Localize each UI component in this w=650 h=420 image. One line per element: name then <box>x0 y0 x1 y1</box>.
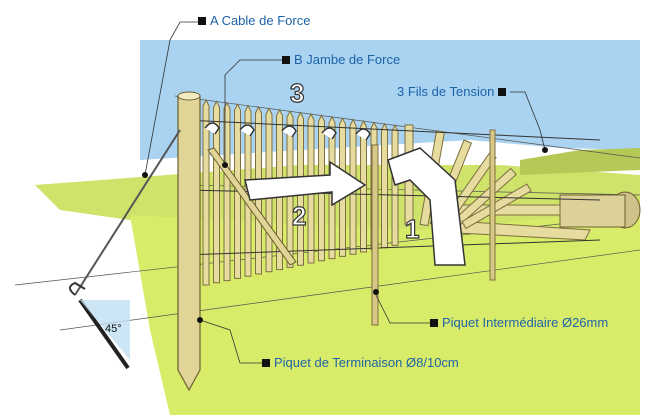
angle-label: 45° <box>105 323 122 335</box>
label-cable-text: A Cable de Force <box>210 13 311 28</box>
step-2: 2 <box>292 201 306 231</box>
label-jambe-de-force: B Jambe de Force <box>282 52 400 67</box>
step-1: 1 <box>405 214 419 244</box>
leader-dots <box>142 147 548 323</box>
arrow-step-2 <box>244 160 367 207</box>
picket <box>202 98 210 286</box>
distant-hill <box>520 148 640 175</box>
marker-icon <box>498 87 507 96</box>
label-piquet-intermediaire: Piquet Intermédiaire Ø26mm <box>430 315 608 330</box>
leader-lines <box>144 21 546 364</box>
intermediate-posts <box>371 129 496 326</box>
marker-icon <box>430 318 438 327</box>
label-cable-de-force: A Cable de Force <box>198 13 310 28</box>
marker-icon <box>282 55 290 64</box>
cable-anchor <box>69 281 86 296</box>
label-jambe-text: B Jambe de Force <box>294 52 401 67</box>
angle-box <box>80 300 130 360</box>
terminal-post <box>177 95 201 392</box>
wire-hooks <box>204 122 371 141</box>
arrow-step-1 <box>387 147 466 266</box>
terminal-post-top <box>177 91 201 101</box>
fence-roll <box>559 191 641 229</box>
brace-strut <box>207 147 297 266</box>
force-cable <box>74 129 181 296</box>
picket <box>223 101 231 282</box>
marker-icon <box>198 16 206 25</box>
label-terminaison-text: Piquet de Terminaison Ø8/10cm <box>274 355 459 370</box>
label-piquet-terminaison: Piquet de Terminaison Ø8/10cm <box>262 355 459 370</box>
marker-icon <box>262 358 270 367</box>
picket <box>381 122 388 249</box>
anchor-rod <box>78 298 130 370</box>
label-intermediaire-text: Piquet Intermédiaire Ø26mm <box>442 315 609 330</box>
picket <box>213 100 220 284</box>
label-fils-de-tension: 3 Fils de Tension <box>397 84 507 99</box>
label-fils-text: 3 Fils de Tension <box>397 84 495 99</box>
step-3: 3 <box>290 78 304 108</box>
sky-area <box>140 40 640 160</box>
